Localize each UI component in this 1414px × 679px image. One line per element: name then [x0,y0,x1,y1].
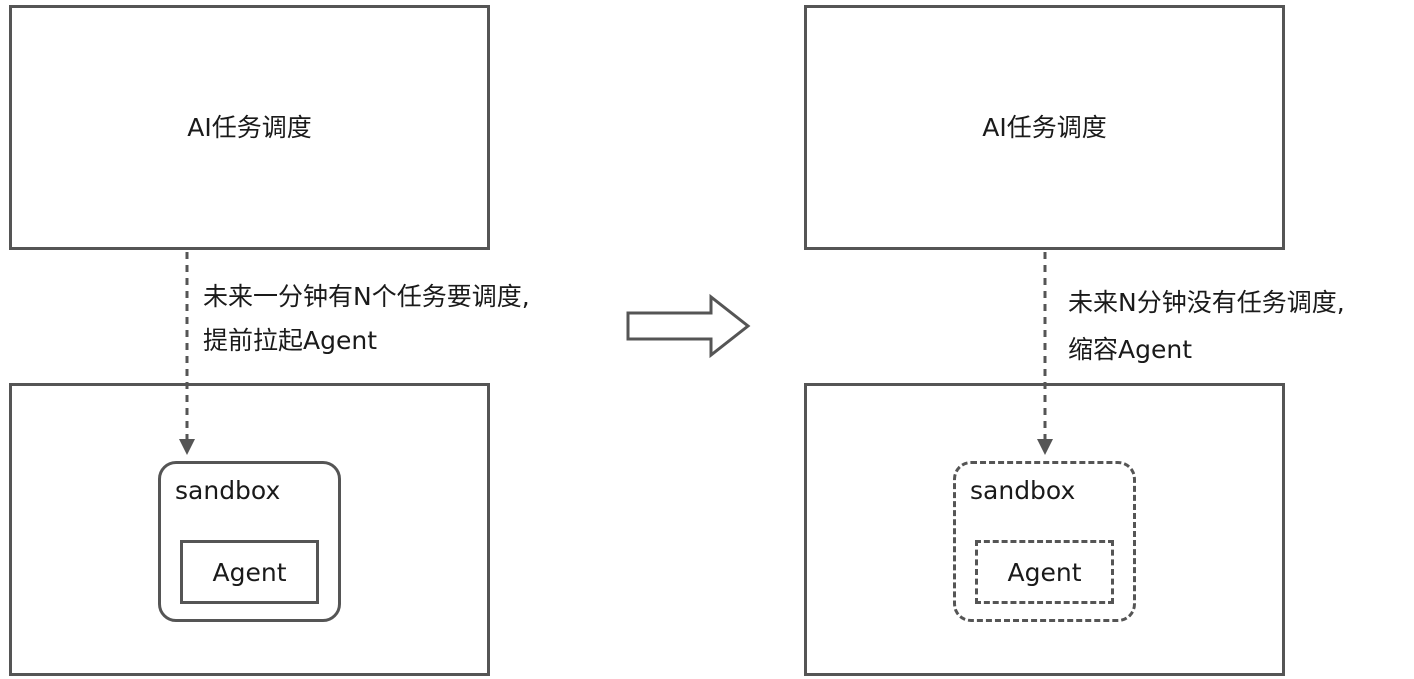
left-edge-label-line2: 提前拉起Agent [203,326,377,355]
right-edge-label-line2: 缩容Agent [1068,335,1192,364]
right-edge-label-line1: 未来N分钟没有任务调度, [1068,288,1345,317]
left-edge-label-line1: 未来一分钟有N个任务要调度, [203,282,530,311]
transition-arrow [626,293,751,359]
right-sandbox-label: sandbox [970,476,1076,505]
left-agent-box: Agent [180,540,319,604]
right-scheduler-label: AI任务调度 [982,113,1107,142]
left-scheduler-box: AI任务调度 [9,5,490,250]
right-arrowhead [1037,439,1053,455]
right-agent-label: Agent [1007,557,1082,587]
left-scheduler-label: AI任务调度 [187,113,312,142]
left-arrowhead [179,439,195,455]
right-agent-box: Agent [975,540,1114,604]
left-agent-label: Agent [212,557,287,587]
left-sandbox-label: sandbox [175,476,281,505]
right-scheduler-box: AI任务调度 [804,5,1285,250]
